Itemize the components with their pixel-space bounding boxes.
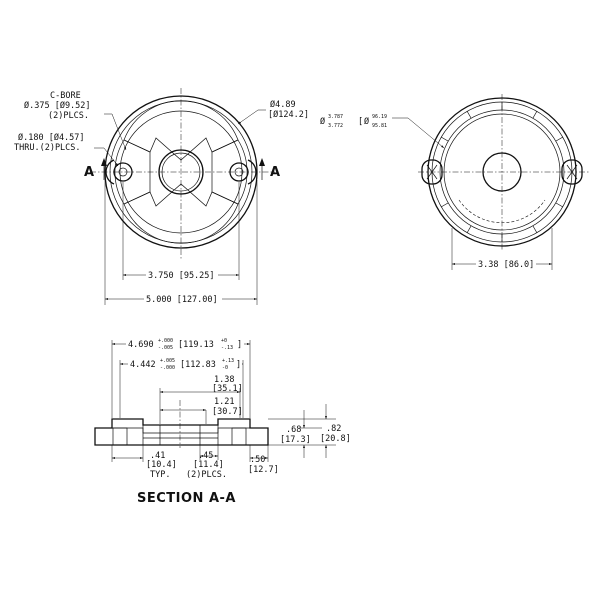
- inner-face-circle: [119, 110, 243, 234]
- cbore-qty: (2)PLCS.: [48, 111, 89, 121]
- dim7-in: .41: [150, 451, 165, 461]
- center-bore-inner: [161, 152, 201, 192]
- top-left-view: A A C-BORE Ø.375 [Ø9.52] (2)PLCS. Ø.180 …: [14, 88, 309, 305]
- section-web-hatch: [142, 424, 219, 434]
- top-right-view: Ø 3.787 3.772 [ Ø 96.19 95.81 3.38 [86.0…: [320, 94, 590, 270]
- dim8-note: (2)PLCS.: [186, 470, 227, 480]
- dim6-in: .82: [326, 424, 341, 434]
- dim8-mm: [11.4]: [193, 460, 224, 470]
- left-cbore-hole: [113, 162, 133, 182]
- overall-width-value: 5.000 [127.00]: [146, 295, 218, 305]
- dim1-tol-lower: -.005: [158, 345, 173, 351]
- dim2-value: 4.442: [130, 360, 156, 370]
- hole-spacing-value: 3.750 [95.25]: [148, 271, 215, 281]
- right-dia-lower-in: 3.772: [328, 123, 343, 129]
- dim3-mm: [35.1]: [212, 384, 243, 394]
- cbore-leader: [104, 113, 127, 151]
- outer-dia-mm: [Ø124.2]: [268, 109, 309, 120]
- left-thru-hole: [118, 167, 128, 177]
- left-ear: [105, 159, 115, 185]
- outer-dia-in: Ø4.89: [270, 99, 296, 110]
- dim2-tol-lower: -.000: [160, 365, 175, 371]
- right-ear-detail: [566, 164, 578, 180]
- section-left-hatch: [94, 427, 144, 446]
- cbore-label: C-BORE: [50, 91, 81, 101]
- dim4-in: 1.21: [214, 397, 234, 407]
- dim2-mm-tol-upper: +.13: [222, 358, 234, 364]
- bore-cut: [159, 424, 201, 446]
- section-view: 4.690 +.000 -.005 [119.13 +0 -.13 ] 4.44…: [94, 336, 351, 506]
- right-dia-leader: [392, 117, 445, 149]
- section-marker-right: A: [270, 165, 281, 180]
- thru-dia: Ø.180 [Ø4.57]: [18, 132, 85, 143]
- right-dia-upper-in: 3.787: [328, 114, 343, 120]
- section-marker-left: A: [84, 165, 95, 180]
- dim1-mm-close: ]: [237, 340, 242, 350]
- dim1-mm-tol-lower: -.13: [221, 345, 233, 351]
- dim1-bg: [126, 336, 244, 350]
- left-ear-detail: [426, 164, 438, 180]
- section-arrow-left: [101, 158, 107, 166]
- dim1-mm: [119.13: [178, 340, 214, 350]
- dim6-mm: [20.8]: [320, 434, 351, 444]
- dim5-mm: [17.3]: [280, 435, 311, 445]
- right-ear: [247, 159, 257, 185]
- right-center-bore: [482, 152, 522, 192]
- center-bore: [158, 149, 204, 195]
- dim2-mm-tol-lower: -0: [222, 365, 228, 371]
- right-hatched-face: [211, 139, 248, 205]
- dim3-in: 1.38: [214, 375, 234, 385]
- dim8-in: .45: [198, 451, 213, 461]
- outer-circle: [104, 95, 258, 249]
- rib-pattern: [440, 102, 564, 242]
- dim1-tol-upper: +.000: [158, 338, 173, 344]
- left-hatched-face: [114, 139, 151, 205]
- right-width-value: 3.38 [86.0]: [478, 260, 534, 270]
- right-dia-lower-mm: 95.81: [372, 123, 387, 129]
- right-thru-hole: [234, 167, 244, 177]
- right-view-right-ear: [561, 159, 583, 185]
- right-width-bg: [476, 258, 536, 269]
- section-arrow-right: [259, 158, 265, 166]
- right-dia-symbol: Ø: [320, 116, 325, 127]
- dim1-value: 4.690: [128, 340, 154, 350]
- dim1-mm-tol-upper: +0: [221, 338, 227, 344]
- thru-qty: THRU.(2)PLCS.: [14, 143, 81, 153]
- dim9-in: .50: [250, 455, 265, 465]
- right-inner-circle: [443, 113, 561, 231]
- outer-dia-leader: [237, 109, 266, 125]
- dim9-mm: [12.7]: [248, 465, 279, 475]
- section-right-hatch: [217, 427, 269, 446]
- section-body: [94, 418, 269, 446]
- right-dia-upper-mm: 96.19: [372, 114, 387, 120]
- left-cbore-cut: [112, 427, 128, 446]
- hole-spacing-bg: [146, 269, 218, 280]
- hidden-edge: [458, 199, 546, 223]
- dim2-mm-close: ]: [236, 360, 241, 370]
- dim2-mm: [112.83: [180, 360, 216, 370]
- thru-leader: [94, 147, 119, 167]
- overall-width-bg: [144, 293, 222, 304]
- dim2-tol-upper: +.005: [160, 358, 175, 364]
- dim7-mm: [10.4]: [146, 460, 177, 470]
- dim4-mm: [30.7]: [212, 407, 243, 417]
- right-cbore-hole: [229, 162, 249, 182]
- right-dia-bracket-open: [: [358, 117, 363, 127]
- right-view-left-ear: [421, 159, 443, 185]
- cbore-dia: Ø.375 [Ø9.52]: [24, 100, 91, 111]
- right-outer-circle: [427, 97, 577, 247]
- dim2-bg: [128, 356, 242, 370]
- dim5-in: .68: [286, 425, 301, 435]
- section-title: SECTION A-A: [137, 491, 236, 506]
- right-cbore-cut: [231, 427, 247, 446]
- dim7-note: TYP.: [150, 470, 170, 480]
- right-dia-mm-symbol: Ø: [364, 116, 369, 127]
